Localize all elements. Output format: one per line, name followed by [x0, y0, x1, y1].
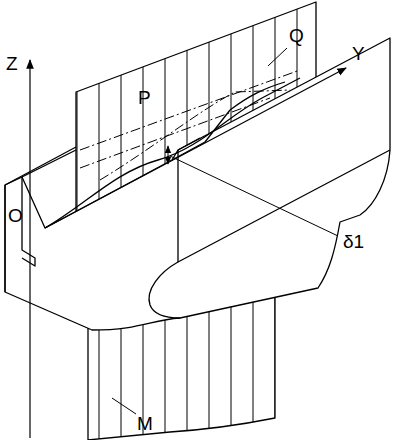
- y-axis: [45, 68, 346, 228]
- point-label: Y: [352, 44, 365, 63]
- z-axis: [29, 60, 30, 438]
- point-label: O: [8, 206, 23, 225]
- die-face: [178, 150, 390, 262]
- leader-line: [268, 48, 287, 66]
- die-body: [5, 38, 390, 330]
- deflection-arrow: [168, 146, 169, 164]
- point-label: M: [137, 414, 153, 433]
- point-label: Z: [6, 54, 18, 73]
- leader-line: [112, 398, 136, 414]
- point-label: δ1: [343, 232, 364, 251]
- point-label: Q: [289, 26, 304, 45]
- leader-line: [170, 156, 338, 236]
- point-label: P: [138, 88, 151, 107]
- workpiece-profile: [45, 78, 300, 228]
